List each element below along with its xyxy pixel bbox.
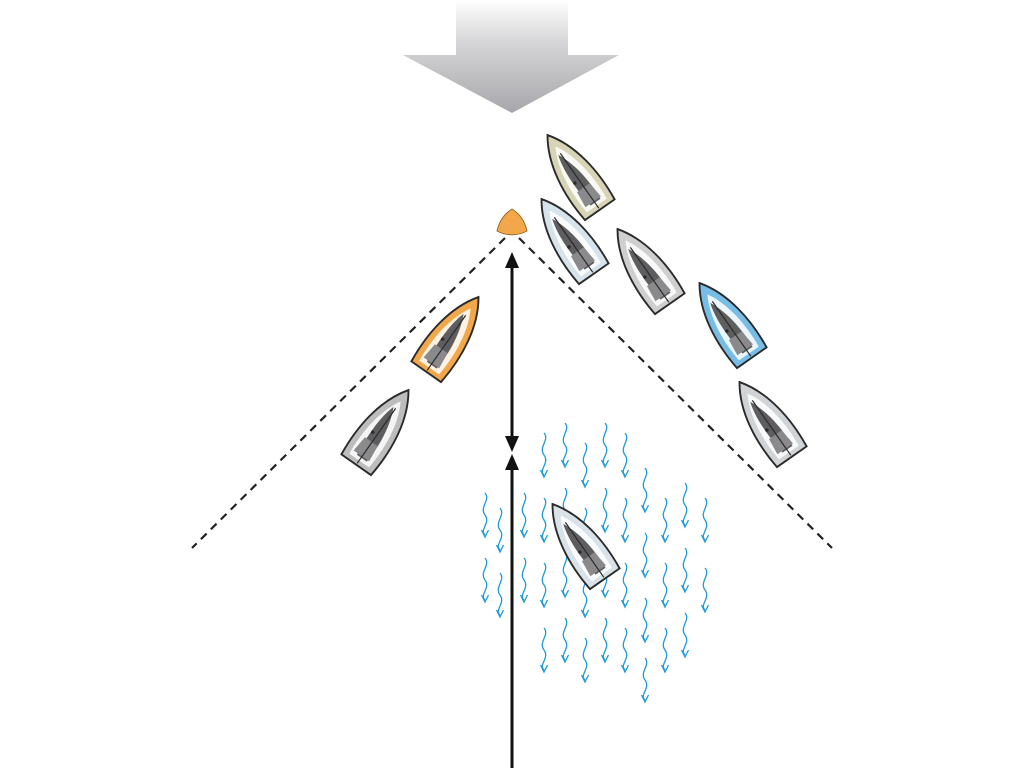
current-wave-icon <box>580 442 590 489</box>
boat-gray-3 <box>340 388 410 477</box>
current-wave-icon <box>600 617 610 664</box>
current-wave-icon <box>480 492 490 539</box>
current-wave-icon <box>539 497 549 544</box>
current-wave-icon <box>560 422 570 469</box>
current-zone <box>480 422 710 704</box>
starboard-layline <box>518 237 833 549</box>
boat-ice-2 <box>551 502 621 591</box>
laylines <box>191 237 833 549</box>
current-wave-icon <box>640 657 650 704</box>
current-wave-icon <box>495 507 505 554</box>
current-wave-icon <box>620 497 630 544</box>
current-wave-icon <box>680 482 690 529</box>
distance-arrow-lower <box>505 454 519 768</box>
current-wave-icon <box>600 487 610 534</box>
current-wave-icon <box>660 562 670 609</box>
current-wave-icon <box>680 612 690 659</box>
boat-blue <box>698 281 768 370</box>
wind-arrow-icon <box>403 0 619 113</box>
current-wave-icon <box>640 532 650 579</box>
current-wave-icon <box>600 422 610 469</box>
current-wave-icon <box>519 557 529 604</box>
current-wave-icon <box>580 637 590 684</box>
windward-mark-icon <box>496 208 528 236</box>
current-wave-icon <box>640 467 650 514</box>
current-wave-icon <box>700 567 710 614</box>
current-wave-icon <box>660 627 670 674</box>
current-wave-icon <box>660 497 670 544</box>
distance-arrow-upper <box>505 252 519 452</box>
current-wave-icon <box>680 547 690 594</box>
current-wave-icon <box>620 627 630 674</box>
current-wave-icon <box>539 627 549 674</box>
current-wave-icon <box>539 432 549 479</box>
current-wave-icon <box>495 572 505 619</box>
boat-gray-1 <box>616 227 686 316</box>
current-wave-icon <box>700 497 710 544</box>
port-layline <box>191 237 506 549</box>
boats <box>340 133 808 591</box>
boat-ice-1 <box>540 197 610 286</box>
distance-arrows <box>505 252 519 768</box>
current-wave-icon <box>480 557 490 604</box>
current-wave-icon <box>620 562 630 609</box>
current-wave-icon <box>560 617 570 664</box>
current-wave-icon <box>539 562 549 609</box>
boat-tan <box>546 133 616 222</box>
boat-gray-2 <box>738 380 808 469</box>
current-wave-icon <box>640 597 650 644</box>
current-wave-icon <box>519 492 529 539</box>
boat-orange <box>410 295 480 384</box>
current-wave-icon <box>620 432 630 479</box>
current-wave-icon <box>560 552 570 599</box>
